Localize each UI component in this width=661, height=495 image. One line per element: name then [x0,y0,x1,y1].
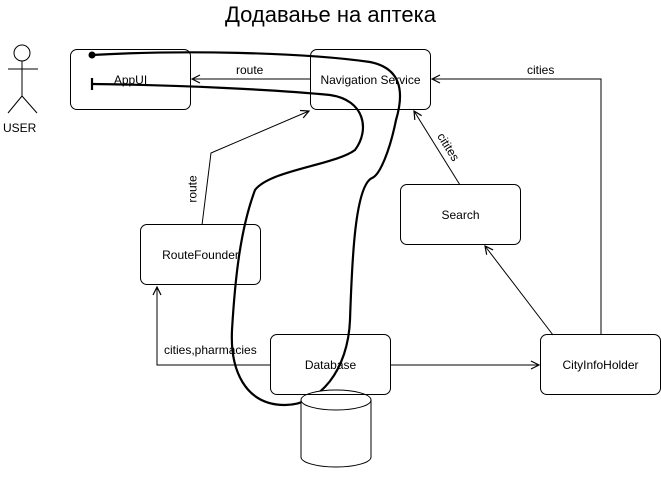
node-cityinfoholder-label: CityInfoHolder [562,357,639,372]
user-actor-icon [7,44,38,114]
node-navigation-service-label: Navigation Service [320,72,421,87]
node-search[interactable]: Search [400,184,521,245]
edge-cityinfo-to-search [485,246,554,336]
node-routefounder[interactable]: RouteFounder [140,224,261,285]
node-routefounder-label: RouteFounder [162,247,239,262]
edge-label-db-to-routefounder: cities,pharmacies [164,343,257,357]
edge-cityinfo-to-nav [432,79,602,335]
edge-label-routefounder-to-nav: route [185,175,200,203]
database-cylinder-icon [300,389,372,468]
node-appui-label: AppUI [113,72,148,87]
edge-db-to-routefounder [157,287,271,366]
node-database-label: Database [304,357,357,372]
edge-routefounder-to-nav [201,111,309,226]
user-actor-label: USER [3,121,37,135]
node-database[interactable]: Database [270,334,391,395]
edge-label-cityinfo-to-nav: cities [527,63,555,77]
edge-label-nav-to-appui: route [236,63,264,77]
freehand-sketch-curve [90,51,402,407]
node-navigation-service[interactable]: Navigation Service [310,49,431,110]
node-appui[interactable]: AppUI [70,49,191,110]
sketch-start-dot [88,51,96,59]
node-search-label: Search [441,207,480,222]
node-cityinfoholder[interactable]: CityInfoHolder [540,334,661,395]
edge-search-to-nav [414,111,461,186]
diagram-title: Додавање на аптека [225,2,436,27]
